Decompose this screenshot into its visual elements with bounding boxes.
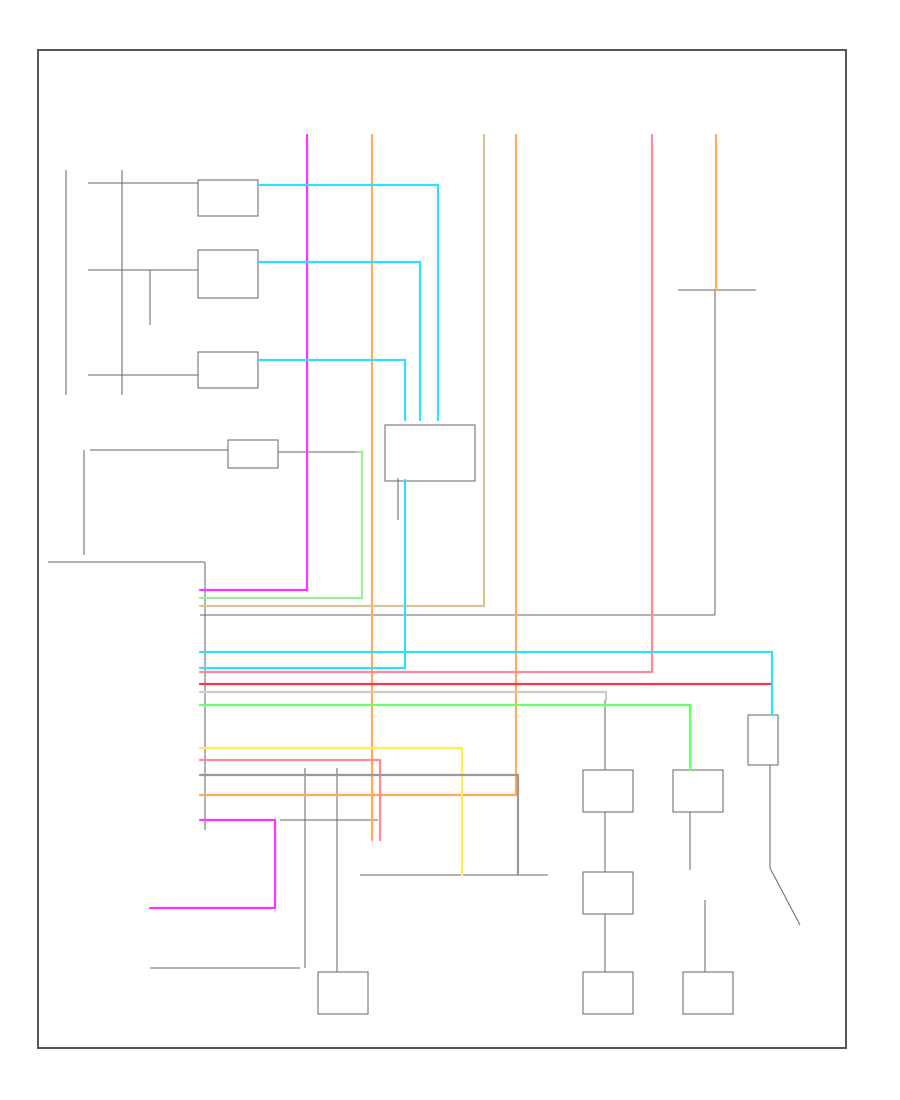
wire-lightblue-right: [198, 650, 774, 717]
wire-orange-right: [198, 133, 518, 797]
wire-magenta-top: [198, 133, 309, 592]
component-group: [48, 170, 801, 1015]
wire-tan-top: [198, 133, 486, 608]
wire-yellow: [198, 746, 464, 877]
component-box: [682, 971, 734, 1015]
component-box: [582, 769, 634, 813]
wire-lightblue-2: [256, 260, 422, 422]
component-box: [582, 971, 634, 1015]
component-line: [769, 867, 801, 926]
component-box: [582, 871, 634, 915]
wire-lightblue-center: [198, 478, 407, 670]
component-box: [384, 424, 476, 482]
wire-light-green: [198, 450, 364, 600]
wire-pink-lower: [198, 758, 382, 842]
wire-lightblue-3: [256, 358, 407, 422]
wire-lightgray-switch: [198, 690, 608, 702]
diagram-frame: [37, 49, 847, 1049]
component-box: [672, 769, 724, 813]
wire-pink-top: [198, 133, 654, 674]
wire-gray-lower: [198, 773, 520, 877]
component-box: [747, 714, 779, 766]
component-box: [197, 351, 259, 389]
wire-magenta-chime: [148, 818, 277, 910]
component-box: [197, 179, 259, 217]
wire-lightblue-1: [256, 183, 440, 422]
component-box: [227, 439, 279, 469]
wire-group: [148, 133, 774, 910]
component-box: [317, 971, 369, 1015]
component-box: [197, 249, 259, 299]
wire-green: [198, 703, 692, 772]
